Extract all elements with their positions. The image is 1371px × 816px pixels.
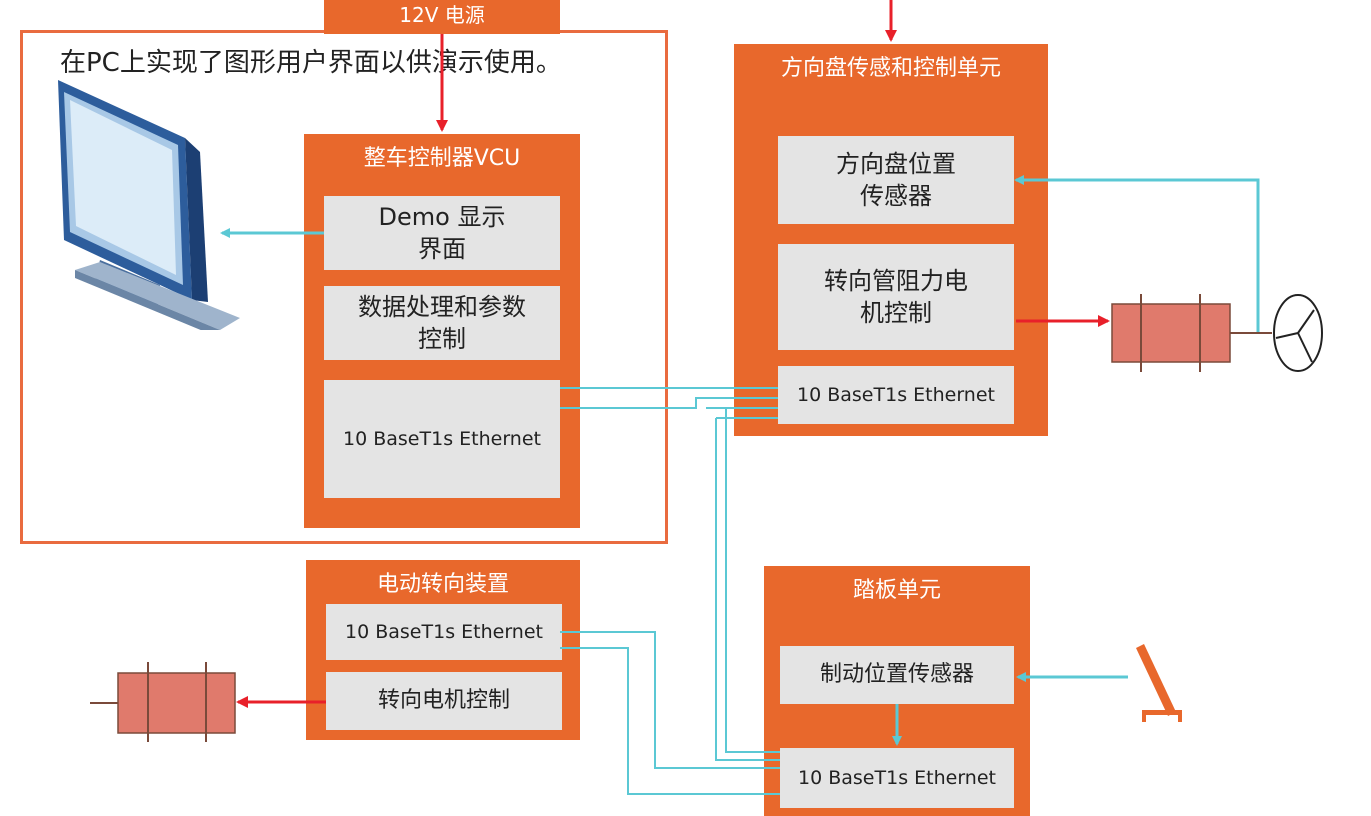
steering-wheel-sensor-line xyxy=(1014,175,1260,332)
pedal-unit-title: 踏板单元 xyxy=(852,578,941,603)
ethernet-bus xyxy=(560,387,780,795)
eps-motor-control-block: 转向电机控制 xyxy=(326,672,562,730)
steering-unit-ethernet-block: 10 BaseT1s Ethernet xyxy=(778,366,1014,424)
steering-position-sensor-block: 方向盘位置 传感器 xyxy=(778,136,1014,224)
pedal-unit: 踏板单元 制动位置传感器 10 BaseT1s Ethernet xyxy=(764,566,1030,816)
steering-wheel-icon xyxy=(1273,294,1323,372)
brake-pedal-icon xyxy=(1136,644,1182,722)
power-supply-label: 12V 电源 xyxy=(399,3,485,27)
motor-icon xyxy=(90,662,236,742)
steering-resistance-motor-control-block: 转向管阻力电 机控制 xyxy=(778,244,1014,350)
eps-ethernet-block: 10 BaseT1s Ethernet xyxy=(326,604,562,660)
vcu-title: 整车控制器VCU xyxy=(363,146,521,171)
vcu-unit: 整车控制器VCU Demo 显示 界面 数据处理和参数 控制 10 BaseT1… xyxy=(304,134,580,528)
brake-position-sensor-block: 制动位置传感器 xyxy=(780,646,1014,704)
pc-frame-caption: 在PC上实现了图形用户界面以供演示使用。 xyxy=(60,48,562,78)
motor-icon xyxy=(1111,294,1272,372)
vcu-ethernet-block: 10 BaseT1s Ethernet xyxy=(324,380,560,498)
electric-steering-unit: 电动转向装置 10 BaseT1s Ethernet 转向电机控制 xyxy=(306,560,580,740)
power-supply-box: 12V 电源 xyxy=(324,0,560,34)
pedal-unit-ethernet-block: 10 BaseT1s Ethernet xyxy=(780,748,1014,808)
electric-steering-title: 电动转向装置 xyxy=(376,572,509,597)
monitor-icon xyxy=(58,80,240,330)
vcu-data-processing-block: 数据处理和参数 控制 xyxy=(324,286,560,360)
steering-sensing-control-unit: 方向盘传感和控制单元 方向盘位置 传感器 转向管阻力电 机控制 10 BaseT… xyxy=(734,44,1048,436)
vcu-demo-display-block: Demo 显示 界面 xyxy=(324,196,560,270)
steering-unit-title: 方向盘传感和控制单元 xyxy=(780,56,1001,81)
